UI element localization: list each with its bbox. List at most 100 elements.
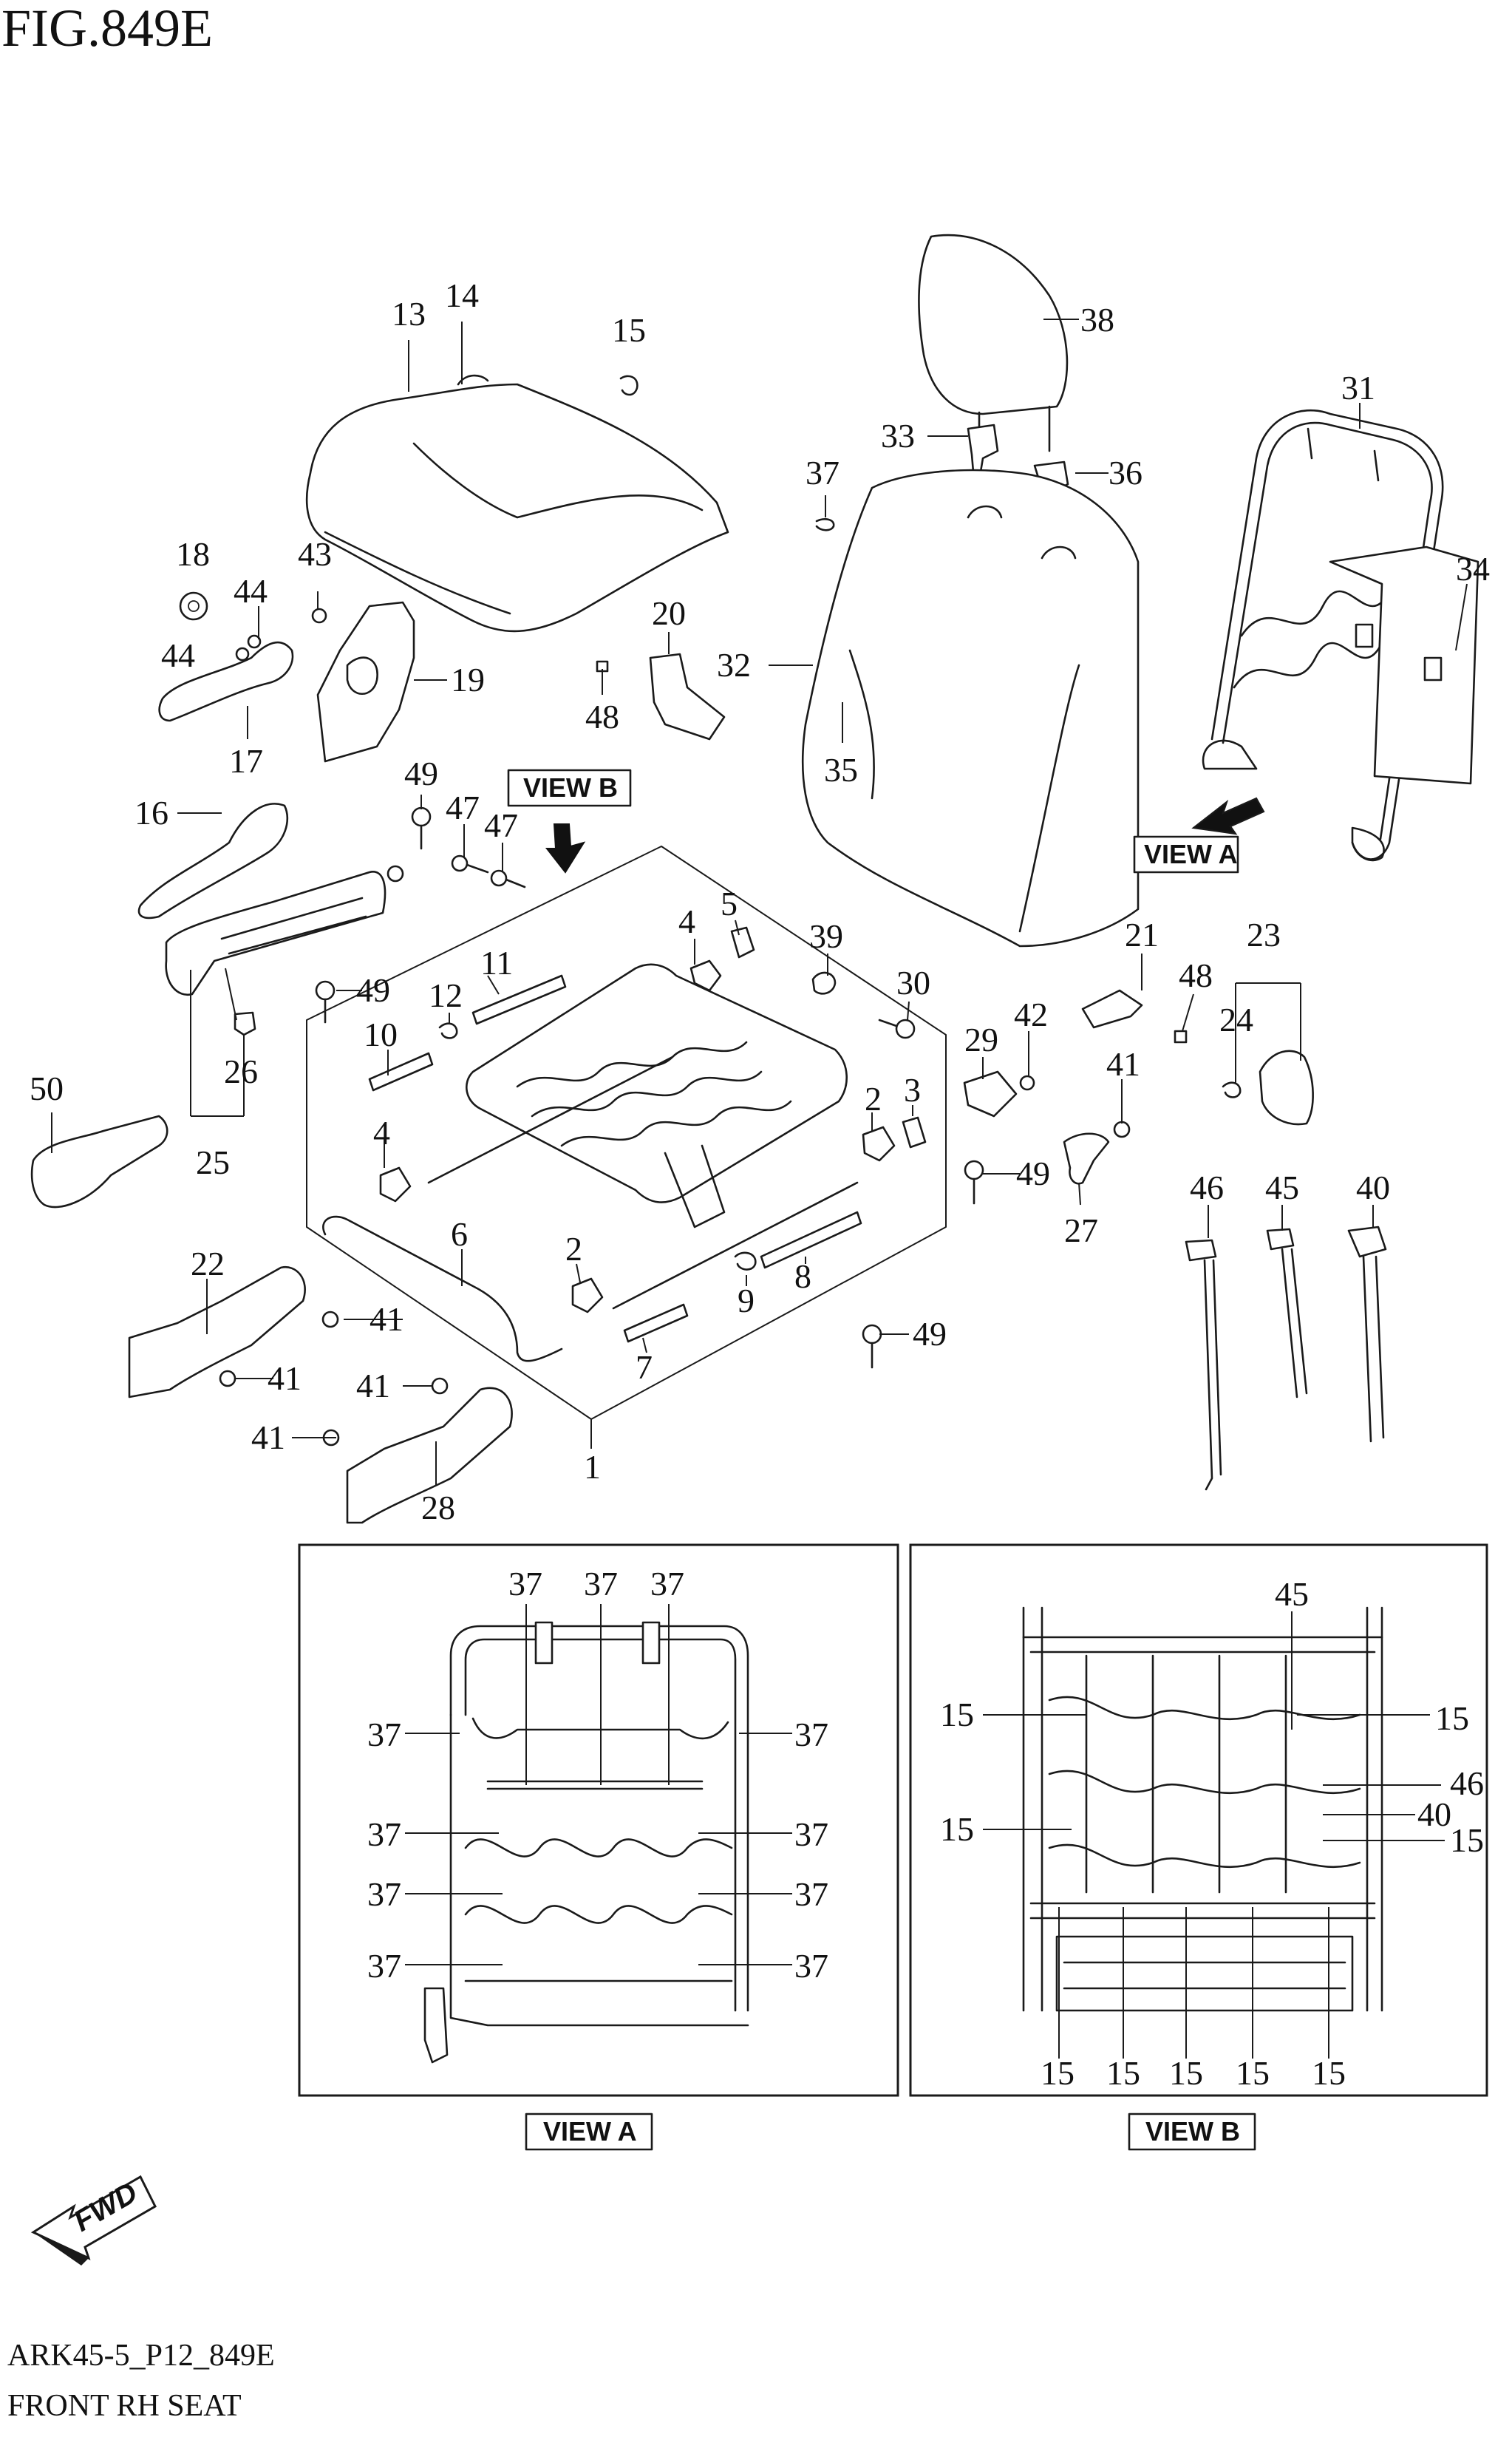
callout: 44 — [161, 636, 195, 674]
callout: 29 — [964, 1021, 998, 1058]
callout: 5 — [721, 885, 738, 922]
screw-42 — [1019, 1075, 1035, 1091]
callout: 15 — [1312, 2054, 1346, 2092]
callout: 31 — [1341, 369, 1375, 407]
bolt-41f — [1113, 1121, 1131, 1138]
bracket-21 — [1081, 989, 1143, 1029]
callout: 45 — [1275, 1575, 1309, 1613]
callout: 15 — [940, 1810, 974, 1848]
bolt-30 — [878, 1019, 916, 1039]
view-b-arrow — [545, 823, 586, 874]
cable-tie-46 — [1185, 1239, 1222, 1491]
callout: 15 — [1106, 2054, 1140, 2092]
callout: 15 — [940, 1696, 974, 1733]
seat-side-shield-19 — [316, 601, 415, 763]
callout: 48 — [1179, 956, 1213, 994]
view-b-caption — [1128, 2113, 1256, 2151]
callout: 18 — [176, 535, 210, 573]
screw-43 — [311, 608, 327, 624]
callout: 44 — [234, 572, 268, 610]
view-a-caption — [525, 2113, 653, 2151]
callout: 47 — [484, 806, 518, 844]
leader-lines — [51, 319, 1468, 1486]
view-a-panel: 37 37 37 37 37 37 37 37 37 37 37 — [298, 1543, 899, 2097]
figure-code: ARK45-5_P12_849E — [7, 2339, 275, 2373]
callout: 50 — [30, 1070, 64, 1107]
callout: 49 — [404, 755, 438, 792]
callout: 37 — [794, 1875, 828, 1913]
clip-26 — [234, 1011, 256, 1036]
view-a-caption-label: VIEW A — [543, 2116, 637, 2147]
callout: 3 — [904, 1071, 921, 1109]
slide-cover-8 — [760, 1211, 862, 1269]
clip-37 — [815, 518, 835, 531]
bracket-29 — [963, 1070, 1018, 1118]
callout: 15 — [612, 311, 646, 349]
callout: 41 — [1106, 1045, 1140, 1083]
callout: 27 — [1064, 1211, 1098, 1249]
seat-frame-assembly — [306, 846, 947, 1420]
bolt-47b — [490, 869, 526, 888]
callout: 35 — [824, 751, 858, 789]
seat-cushion-pad — [305, 374, 729, 633]
bolt-49b — [315, 980, 336, 1024]
callout: 37 — [794, 1947, 828, 1985]
bracket-2a — [862, 1126, 896, 1162]
seat-adjust-lever-16 — [137, 803, 289, 920]
bracket-4b — [379, 1166, 412, 1203]
callout: 33 — [881, 417, 915, 455]
callout: 19 — [451, 661, 485, 699]
cover-28 — [346, 1387, 513, 1524]
callout: 15 — [1435, 1699, 1469, 1737]
callout: 15 — [1169, 2054, 1203, 2092]
callout: 8 — [794, 1257, 811, 1295]
callout: 37 — [650, 1565, 684, 1602]
callout: 37 — [794, 1815, 828, 1853]
cable-tie-40 — [1347, 1226, 1387, 1443]
bracket-20 — [649, 653, 726, 741]
torsion-wire-6 — [322, 1215, 563, 1362]
callout: 9 — [738, 1282, 755, 1319]
callout: 37 — [367, 1875, 401, 1913]
seat-back-frame — [1202, 409, 1444, 862]
recliner-lever-17 — [158, 641, 294, 722]
callout: 15 — [1450, 1821, 1484, 1859]
washer-18 — [179, 591, 208, 621]
bolt-41c — [219, 1370, 236, 1387]
bracket-5 — [730, 926, 755, 959]
callout: 37 — [806, 454, 840, 492]
callout: 28 — [421, 1489, 455, 1526]
callout: 24 — [1219, 1001, 1253, 1039]
callout: 49 — [1016, 1155, 1050, 1192]
callout: 37 — [584, 1565, 618, 1602]
slide-cover-10 — [368, 1052, 434, 1092]
callout: 14 — [445, 276, 479, 314]
callout: 37 — [367, 1815, 401, 1853]
seat-back-panel-34 — [1329, 545, 1479, 785]
callout: 12 — [429, 976, 463, 1014]
callout: 26 — [224, 1053, 258, 1090]
clip-12 — [438, 1022, 458, 1039]
cable-tie-45 — [1266, 1228, 1308, 1398]
clip-9 — [734, 1251, 757, 1271]
view-a-arrow — [1191, 797, 1265, 835]
callout: 22 — [191, 1245, 225, 1282]
screw-48b — [1174, 1030, 1188, 1044]
screw-48 — [596, 660, 609, 673]
callout: 6 — [451, 1215, 468, 1253]
view-b-tag-main-label: VIEW B — [523, 772, 618, 803]
callout: 41 — [356, 1367, 390, 1404]
slide-cover-7 — [623, 1303, 689, 1343]
cover-22 — [128, 1265, 306, 1398]
callout: 40 — [1356, 1169, 1390, 1206]
callout: 10 — [364, 1016, 398, 1053]
fwd-arrow: FWD — [30, 2175, 157, 2266]
callout: 37 — [367, 1947, 401, 1985]
callout: 45 — [1265, 1169, 1299, 1206]
bolt-49c — [964, 1160, 984, 1205]
callout: 48 — [585, 698, 619, 735]
clip-15 — [619, 375, 638, 396]
bolt-47a — [451, 854, 489, 874]
callout: 49 — [913, 1315, 947, 1353]
callout: 41 — [268, 1359, 302, 1397]
